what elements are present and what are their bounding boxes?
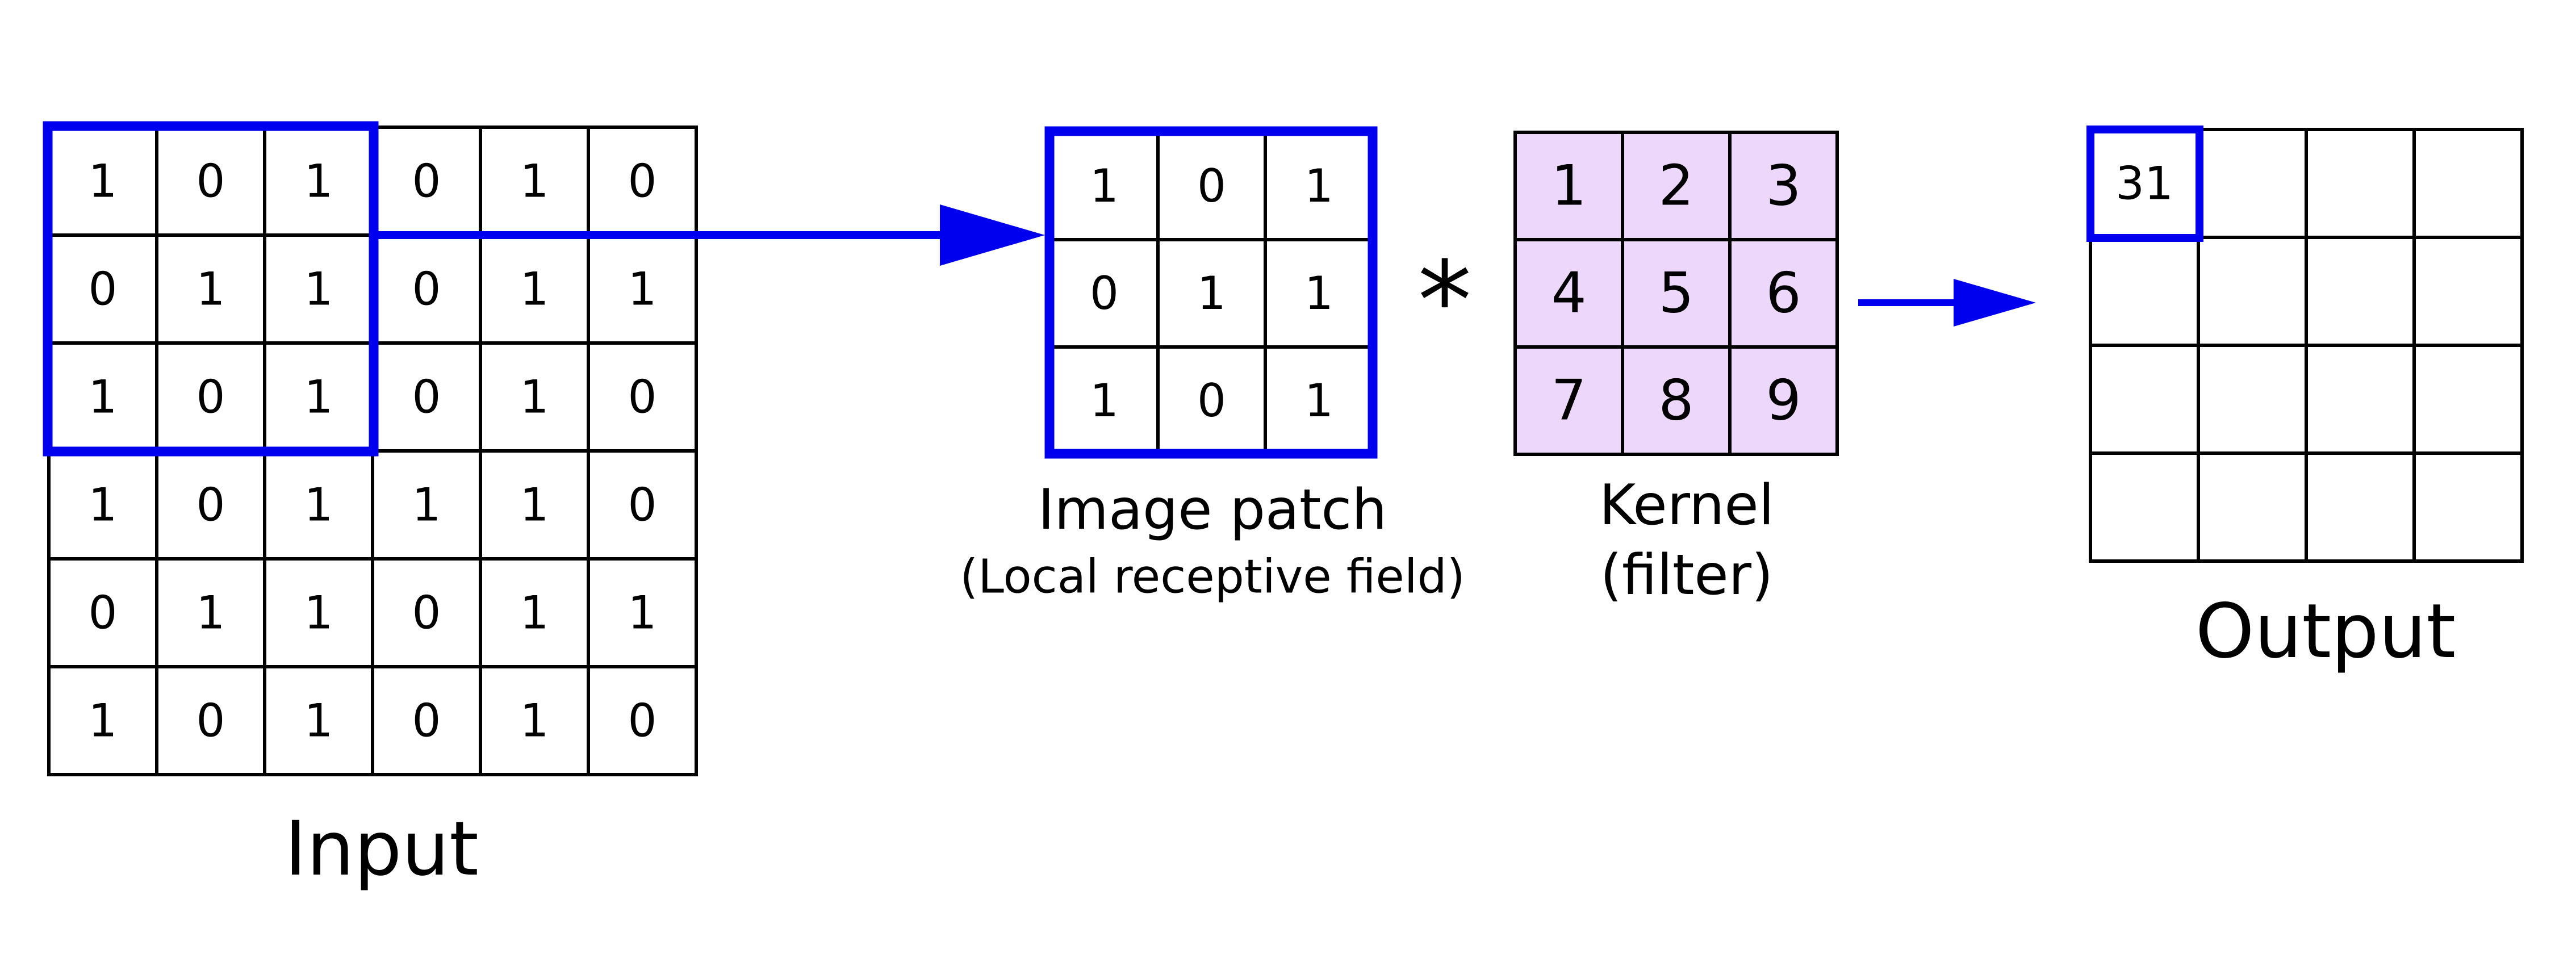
output-cell [2089,344,2200,455]
output-cell [2305,236,2416,347]
output-value: 31 [2115,157,2173,210]
output-label: Output [2196,588,2456,675]
output-cell [2412,344,2524,455]
patch-value: 1 [1090,374,1119,427]
output-cell [2089,451,2200,563]
input-value: 0 [628,155,657,208]
input-value: 1 [520,155,549,208]
input-value: 1 [304,371,333,424]
output-cell [2412,236,2524,347]
input-value: 0 [89,263,118,316]
input-value: 1 [196,263,225,316]
output-cell [2305,128,2416,239]
input-value: 0 [412,155,441,208]
kernel-value: 9 [1766,369,1801,433]
kernel-value: 2 [1658,154,1693,219]
input-value: 0 [196,371,225,424]
patch-value: 1 [1197,267,1226,320]
kernel-cell [1513,345,1624,456]
input-value: 0 [628,371,657,424]
input-value: 1 [89,371,118,424]
patch-value: 0 [1090,267,1119,320]
input-value: 1 [412,479,441,532]
kernel-value: 8 [1658,369,1693,433]
output-cell [2305,451,2416,563]
output-arrowhead [1954,279,2036,327]
output-cell [2089,236,2200,347]
input-value: 1 [304,479,333,532]
input-value: 1 [520,371,549,424]
output-cell [2197,128,2308,239]
kernel-cell [1513,238,1624,349]
input-value: 1 [304,155,333,208]
input-value: 1 [304,587,333,639]
output-cell-highlight [2086,126,2203,242]
patch-value: 0 [1197,374,1226,427]
input-value: 0 [412,263,441,316]
output-cell [2412,128,2524,239]
input-value: 0 [196,695,225,747]
connector-arrowhead [940,204,1045,266]
input-value: 1 [628,587,657,639]
input-value: 0 [412,695,441,747]
input-value: 1 [89,155,118,208]
output-grid: 31 [2089,128,2524,563]
patch-value: 1 [1304,374,1333,427]
output-cell [2197,236,2308,347]
kernel-value: 5 [1658,261,1693,326]
input-value: 1 [89,479,118,532]
kernel-value: 3 [1766,154,1801,219]
kernel-grid: 1 2 3 4 5 6 7 8 9 [1513,131,1839,456]
patch-value: 1 [1090,160,1119,212]
input-value: 0 [196,479,225,532]
image-patch-sublabel: (Local receptive field) [960,550,1465,604]
input-value: 1 [304,263,333,316]
kernel-value: 6 [1766,261,1801,326]
output-cell [2197,451,2308,563]
input-receptive-field-highlight [43,121,379,457]
input-value: 0 [196,155,225,208]
input-value: 1 [304,695,333,747]
input-value: 0 [412,587,441,639]
kernel-cell [1621,238,1732,349]
input-value: 0 [412,371,441,424]
input-value: 1 [89,695,118,747]
output-cell [2197,344,2308,455]
image-patch-grid: 1 0 1 0 1 1 1 0 1 [1049,131,1374,456]
input-value: 1 [628,263,657,316]
input-value: 1 [196,587,225,639]
patch-value: 0 [1197,160,1226,212]
input-value: 0 [628,479,657,532]
output-cell [2412,451,2524,563]
patch-value: 1 [1304,267,1333,320]
input-label: Input [285,805,479,893]
input-value: 1 [520,263,549,316]
kernel-sublabel: (filter) [1600,543,1773,608]
kernel-value: 4 [1551,261,1586,326]
patch-value: 1 [1304,160,1333,212]
convolution-operator: * [1418,239,1472,364]
input-value: 1 [520,695,549,747]
input-cell [587,665,698,776]
kernel-cell [1513,131,1624,241]
kernel-value: 1 [1551,154,1586,219]
input-value: 1 [520,479,549,532]
image-patch-label: Image patch [1038,478,1387,542]
kernel-cell [1728,345,1839,456]
input-value: 1 [520,587,549,639]
input-value: 0 [628,695,657,747]
kernel-label: Kernel [1599,473,1774,538]
input-value: 0 [89,587,118,639]
image-patch-highlight [1044,126,1378,459]
kernel-value: 7 [1551,369,1586,433]
output-cell [2305,344,2416,455]
